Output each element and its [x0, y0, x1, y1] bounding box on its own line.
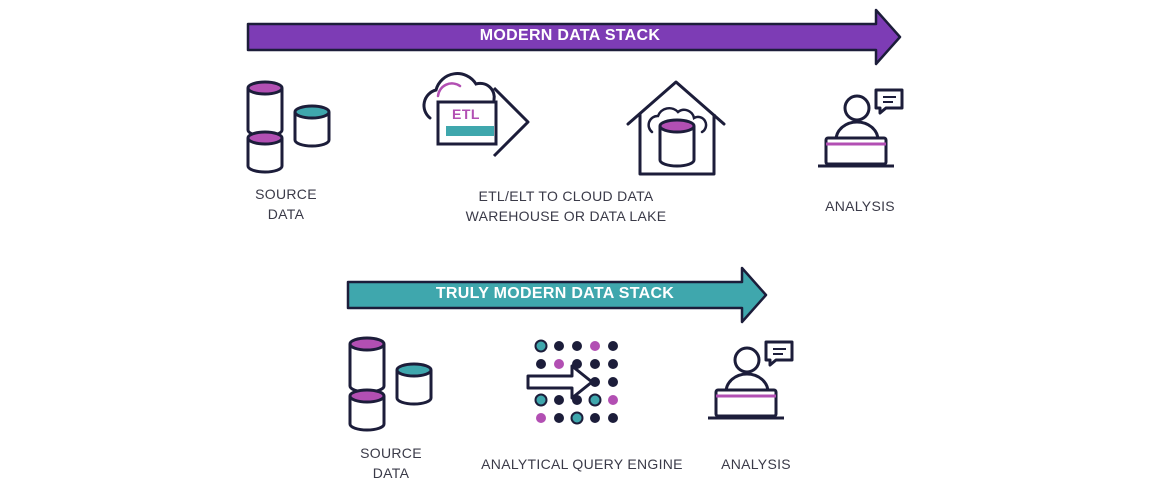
etl-icon: [422, 72, 530, 158]
label-line: DATA: [372, 465, 410, 481]
database-icon: [348, 336, 433, 432]
source-data-label: SOURCE DATA: [341, 443, 441, 483]
label-line: SOURCE: [255, 186, 317, 202]
analyst-icon: [708, 340, 794, 420]
analysis-label: ANALYSIS: [825, 198, 895, 214]
label-line: DATA: [267, 206, 305, 222]
label-line: ETL/ELT TO CLOUD DATA: [478, 188, 654, 204]
cloud-warehouse-icon: [626, 80, 726, 176]
etl-badge: ETL: [452, 106, 480, 122]
truly-modern-data-stack-title: TRULY MODERN DATA STACK: [435, 285, 675, 302]
query-engine-icon: [526, 339, 618, 425]
modern-data-stack-banner-arrow: [246, 8, 902, 66]
truly-modern-data-stack-banner-arrow: [346, 266, 768, 324]
label-line: SOURCE: [360, 445, 422, 461]
modern-data-stack-title: MODERN DATA STACK: [479, 27, 661, 44]
label-line: WAREHOUSE OR DATA LAKE: [465, 208, 667, 224]
query-engine-label: ANALYTICAL QUERY ENGINE: [481, 456, 683, 472]
etl-label: ETL/ELT TO CLOUD DATA WAREHOUSE OR DATA …: [446, 186, 686, 226]
analysis-label: ANALYSIS: [721, 456, 791, 472]
source-data-label: SOURCE DATA: [236, 184, 336, 224]
database-icon: [246, 80, 331, 174]
analyst-icon: [818, 88, 904, 168]
